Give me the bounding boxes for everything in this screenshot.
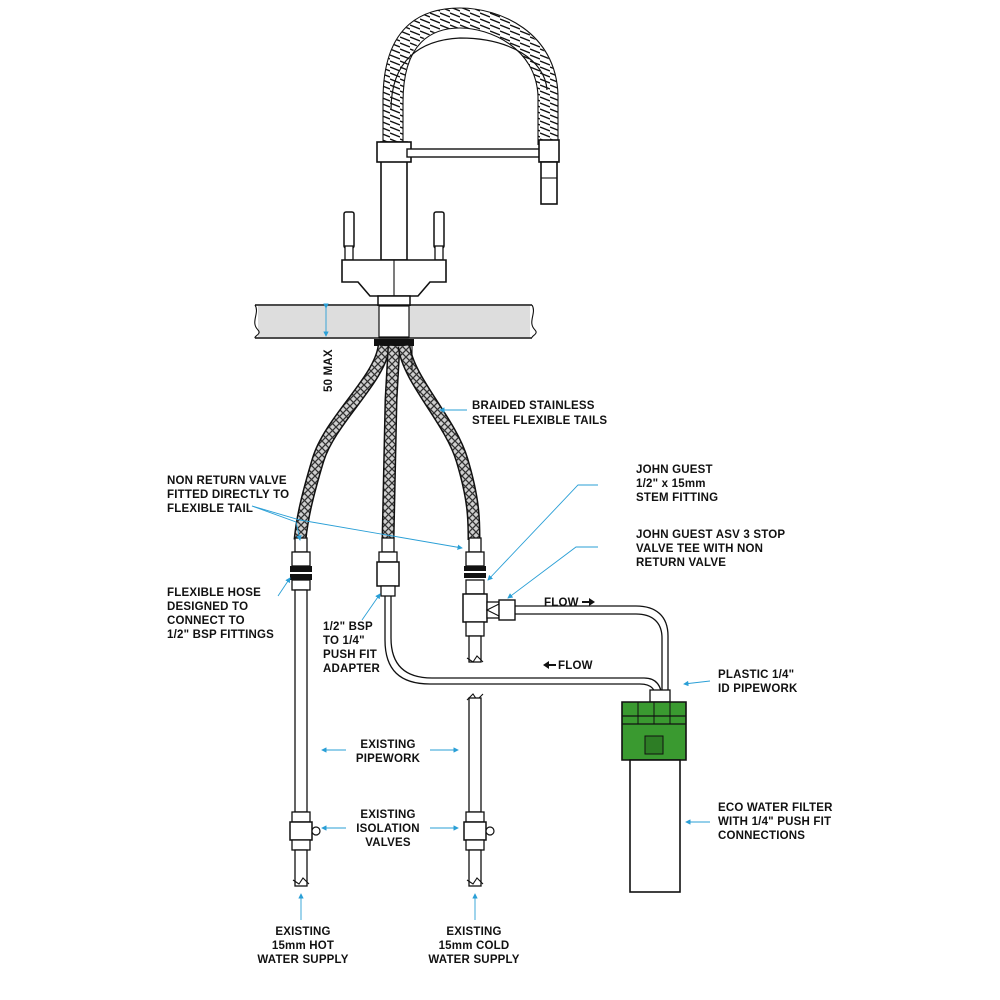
- asv-tee-label-2: VALVE TEE WITH NON: [636, 543, 763, 555]
- flexible-hose-label-2: DESIGNED TO: [167, 601, 248, 613]
- max-depth-label: 50 MAX: [323, 349, 335, 392]
- isolation-valves-label-1: EXISTING: [360, 809, 415, 821]
- worktop: [254, 303, 537, 346]
- flow-out-label: FLOW: [544, 597, 579, 609]
- asv-tee-label-3: RETURN VALVE: [636, 557, 726, 569]
- kitchen-tap: [341, 7, 560, 339]
- hot-supply-label-1: EXISTING: [275, 926, 330, 938]
- plastic-pipe-label-1: PLASTIC 1/4": [718, 669, 794, 681]
- flexible-hose-label-4: 1/2" BSP FITTINGS: [167, 629, 274, 641]
- stem-fitting-label-2: 1/2" x 15mm: [636, 478, 706, 490]
- stem-fitting-label-3: STEM FITTING: [636, 492, 718, 504]
- non-return-valve-label-3: FLEXIBLE TAIL: [167, 503, 253, 515]
- flow-in-label: FLOW: [558, 660, 593, 672]
- non-return-valve-label-2: FITTED DIRECTLY TO: [167, 489, 289, 501]
- isolation-valves-label-2: ISOLATION: [356, 823, 420, 835]
- cold-supply-label-1: EXISTING: [446, 926, 501, 938]
- eco-filter-label-1: ECO WATER FILTER: [718, 802, 833, 814]
- stem-fitting-label-1: JOHN GUEST: [636, 464, 713, 476]
- spring-coil: [383, 7, 558, 145]
- leader-lines: [251, 407, 711, 920]
- existing-pipework-label-1: EXISTING: [360, 739, 415, 751]
- eco-water-filter: [621, 689, 687, 893]
- hot-line: [289, 537, 321, 887]
- bsp-adapter-label-4: ADAPTER: [323, 663, 380, 675]
- eco-filter-label-2: WITH 1/4" PUSH FIT: [718, 816, 831, 828]
- filtered-line: [376, 537, 663, 701]
- cold-supply-label-3: WATER SUPPLY: [428, 954, 519, 966]
- bsp-adapter-label-2: TO 1/4": [323, 635, 365, 647]
- plastic-pipe-label-2: ID PIPEWORK: [718, 683, 798, 695]
- existing-pipework-label-2: PIPEWORK: [356, 753, 421, 765]
- asv-tee-label-1: JOHN GUEST ASV 3 STOP: [636, 529, 785, 541]
- cold-line: [462, 537, 669, 887]
- isolation-valves-label-3: VALVES: [365, 837, 411, 849]
- hot-supply-label-2: 15mm HOT: [272, 940, 334, 952]
- eco-filter-label-3: CONNECTIONS: [718, 830, 805, 842]
- hot-supply-label-3: WATER SUPPLY: [257, 954, 348, 966]
- flexible-hose-label-1: FLEXIBLE HOSE: [167, 587, 261, 599]
- bsp-adapter-label-3: PUSH FIT: [323, 649, 377, 661]
- arrow-right-icon: [582, 598, 595, 606]
- braided-tails-label-2: STEEL FLEXIBLE TAILS: [472, 415, 607, 427]
- braided-tails: [293, 344, 481, 541]
- bsp-adapter-label-1: 1/2" BSP: [323, 621, 373, 633]
- arrow-left-icon: [543, 661, 556, 669]
- cold-supply-label-2: 15mm COLD: [439, 940, 510, 952]
- braided-tails-label-1: BRAIDED STAINLESS: [472, 400, 595, 412]
- flexible-hose-label-3: CONNECT TO: [167, 615, 245, 627]
- non-return-valve-label-1: NON RETURN VALVE: [167, 475, 287, 487]
